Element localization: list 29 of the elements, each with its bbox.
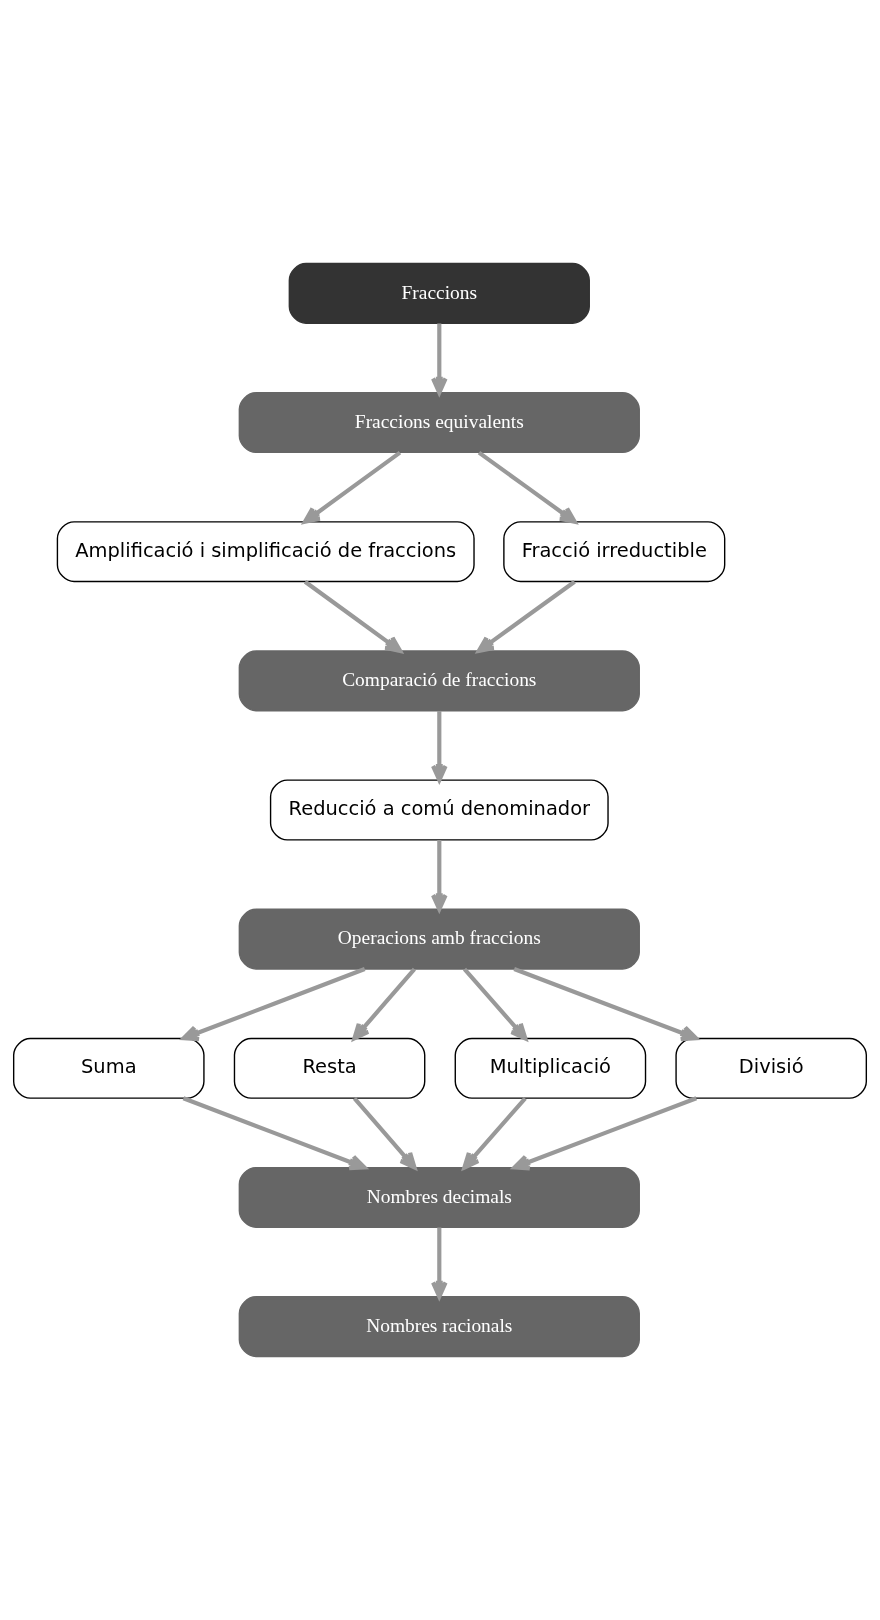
arrow xyxy=(430,1227,448,1299)
arrow xyxy=(462,1097,527,1170)
node-box: Operacions amb fraccions xyxy=(238,908,640,970)
arrow xyxy=(182,1096,367,1171)
arrow xyxy=(303,580,403,653)
arrow xyxy=(462,967,528,1041)
arrow xyxy=(513,967,699,1042)
node-box: Nombres racionals xyxy=(238,1296,640,1358)
node-box: Resta xyxy=(233,1037,426,1099)
arrow xyxy=(302,450,402,524)
arrow xyxy=(476,580,576,653)
node-box: Suma xyxy=(13,1037,205,1099)
node-box: Multiplicació xyxy=(454,1037,647,1099)
node-box: Comparació de fraccions xyxy=(238,650,640,712)
arrow xyxy=(181,967,366,1042)
node-box: Fraccions equivalents xyxy=(238,392,640,454)
node-box: Amplificació i simplificació de fraccions xyxy=(56,521,475,583)
arrow xyxy=(352,967,416,1041)
node-box: Reducció a comú denominador xyxy=(269,779,609,841)
arrow xyxy=(430,840,448,912)
arrow xyxy=(512,1096,698,1171)
node-box: Fraccions xyxy=(288,262,590,324)
node-box: Fracció irreductible xyxy=(503,521,726,583)
node-box: Divisió xyxy=(675,1037,867,1099)
arrow xyxy=(430,323,448,395)
arrow xyxy=(352,1097,417,1170)
arrow xyxy=(477,450,577,524)
arrow xyxy=(430,710,448,783)
node-box: Nombres decimals xyxy=(238,1166,640,1228)
